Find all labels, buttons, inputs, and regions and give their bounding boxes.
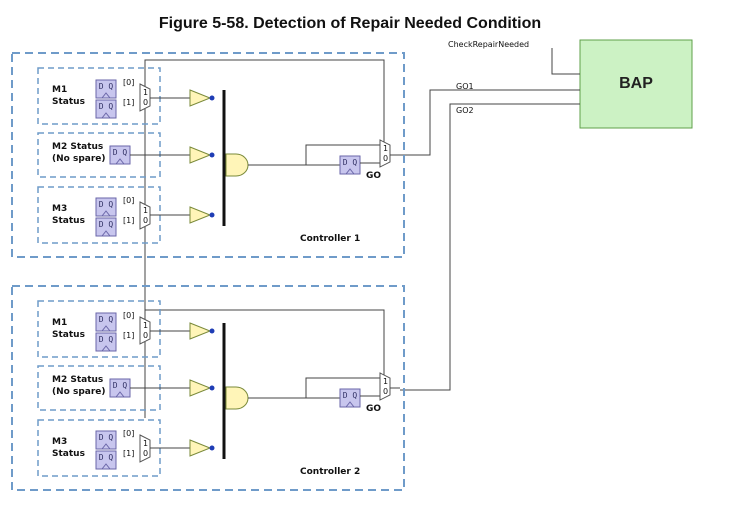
m3-flipflop-0: D Q (95, 197, 117, 217)
m1-flipflop-1: D Q (95, 332, 117, 352)
mux-in0: 0 (383, 154, 388, 163)
mux-in1: 1 (383, 144, 388, 153)
m1-mux: 10 (139, 83, 151, 112)
mux-in0: 0 (143, 331, 148, 340)
and-gate (225, 386, 249, 410)
m3-status-label: Status (52, 449, 85, 459)
m1-bit1: [1] (123, 98, 134, 107)
flipflop-pins: D Q (99, 82, 114, 91)
bap-box (579, 39, 693, 129)
controller-label: Controller 1 (300, 234, 360, 244)
m3-bit0: [0] (123, 196, 134, 205)
flipflop-pins: D Q (99, 102, 114, 111)
m2-flipflop: D Q (109, 378, 131, 398)
and-gate (225, 153, 249, 177)
flipflop-pins: D Q (99, 433, 114, 442)
go-output-label: GO (366, 404, 381, 414)
mux-in0: 0 (143, 98, 148, 107)
m3-flipflop-0: D Q (95, 430, 117, 450)
m3-mux: 10 (139, 434, 151, 463)
m1-flipflop-0: D Q (95, 312, 117, 332)
flipflop-pins: D Q (99, 453, 114, 462)
m3-status-label: Status (52, 216, 85, 226)
flipflop-pins: D Q (113, 148, 128, 157)
m1-flipflop-0: D Q (95, 79, 117, 99)
mux-in1: 1 (143, 321, 148, 330)
bap-label: BAP (619, 75, 653, 92)
m2-label: M2 Status (52, 375, 103, 385)
flipflop-pins: D Q (99, 200, 114, 209)
bap-wires (144, 48, 580, 418)
m2-flipflop: D Q (109, 145, 131, 165)
m1-status-label: Status (52, 97, 85, 107)
go2-label: GO2 (456, 106, 474, 115)
mux-in0: 0 (143, 449, 148, 458)
m2-nospare-label: (No spare) (52, 387, 106, 397)
mux-in0: 0 (383, 387, 388, 396)
flipflop-pins: D Q (343, 391, 358, 400)
go-register: D Q (339, 155, 361, 175)
m3-label: M3 (52, 437, 67, 447)
m1-buffer (189, 89, 215, 107)
mux-in0: 0 (143, 216, 148, 225)
m3-label: M3 (52, 204, 67, 214)
m3-mux: 10 (139, 201, 151, 230)
m1-bit0: [0] (123, 78, 134, 87)
go-mux: 10 (379, 372, 391, 401)
m1-box (37, 300, 161, 358)
figure-title: Figure 5-58. Detection of Repair Needed … (159, 15, 541, 32)
go-register: D Q (339, 388, 361, 408)
m3-bit1: [1] (123, 216, 134, 225)
m2-label: M2 Status (52, 142, 103, 152)
m1-flipflop-1: D Q (95, 99, 117, 119)
bap-block: BAP (579, 39, 693, 129)
go-mux: 10 (379, 139, 391, 168)
m1-status-label: Status (52, 330, 85, 340)
go1-label: GO1 (456, 82, 474, 91)
flipflop-pins: D Q (99, 315, 114, 324)
m1-box (37, 67, 161, 125)
flipflop-pins: D Q (343, 158, 358, 167)
m3-flipflop-1: D Q (95, 217, 117, 237)
m1-label: M1 (52, 318, 67, 328)
controller-boundary (11, 52, 405, 258)
m2-nospare-label: (No spare) (52, 154, 106, 164)
mux-in1: 1 (143, 439, 148, 448)
mux-in1: 1 (143, 206, 148, 215)
m3-bit1: [1] (123, 449, 134, 458)
flipflop-pins: D Q (113, 381, 128, 390)
m3-buffer (189, 206, 215, 224)
m3-buffer (189, 439, 215, 457)
m1-mux: 10 (139, 316, 151, 345)
mux-in1: 1 (143, 88, 148, 97)
check-repair-needed-label: CheckRepairNeeded (448, 40, 529, 49)
flipflop-pins: D Q (99, 220, 114, 229)
go-output-label: GO (366, 171, 381, 181)
m2-buffer (189, 379, 215, 397)
m1-buffer (189, 322, 215, 340)
m1-bit1: [1] (123, 331, 134, 340)
mux-in1: 1 (383, 377, 388, 386)
m1-label: M1 (52, 85, 67, 95)
m1-bit0: [0] (123, 311, 134, 320)
m3-flipflop-1: D Q (95, 450, 117, 470)
controller-boundary (11, 285, 405, 491)
m2-buffer (189, 146, 215, 164)
flipflop-pins: D Q (99, 335, 114, 344)
controller-label: Controller 2 (300, 467, 360, 477)
m3-bit0: [0] (123, 429, 134, 438)
